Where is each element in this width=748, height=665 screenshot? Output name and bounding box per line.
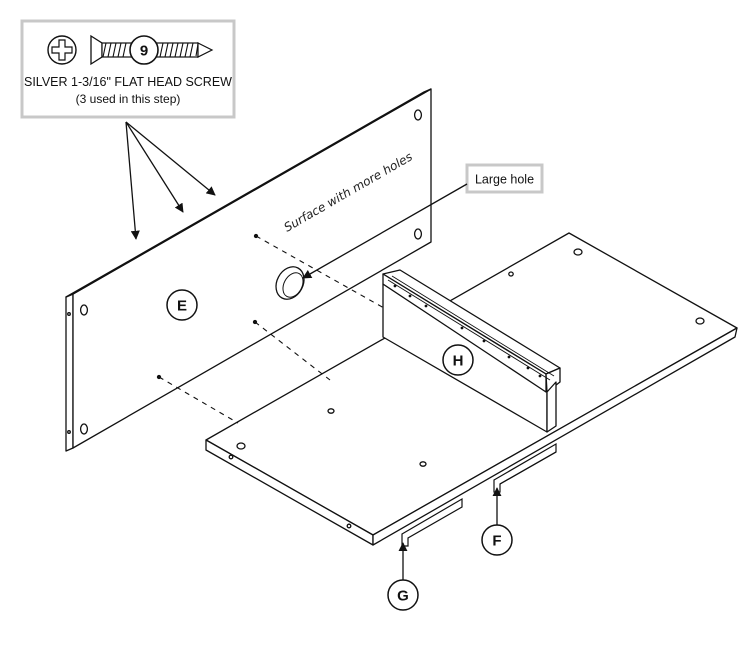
screw-callout: 9 SILVER 1-3/16" FLAT HEAD SCREW (3 used… xyxy=(20,19,236,119)
large-hole-callout: Large hole xyxy=(302,163,544,279)
screw-quantity-note: (3 used in this step) xyxy=(76,92,181,106)
screw-number-badge: 9 xyxy=(129,35,159,65)
phillips-screw-head-icon xyxy=(47,35,77,65)
part-letter-h: H xyxy=(453,353,464,370)
part-letter-g: G xyxy=(397,588,409,605)
part-label-g: G xyxy=(387,542,419,611)
part-label-e: E xyxy=(166,289,198,321)
screw-name: SILVER 1-3/16" FLAT HEAD SCREW xyxy=(24,75,232,89)
part-letter-f: F xyxy=(492,533,501,550)
part-label-f: F xyxy=(481,487,513,556)
screw-pointer-arrows xyxy=(125,121,216,240)
panel-e xyxy=(65,88,432,452)
alignment-guides xyxy=(158,235,385,424)
large-hole-label: Large hole xyxy=(475,173,534,187)
part-label-h: H xyxy=(442,344,474,376)
screw-number: 9 xyxy=(140,43,148,60)
part-letter-e: E xyxy=(177,298,187,315)
